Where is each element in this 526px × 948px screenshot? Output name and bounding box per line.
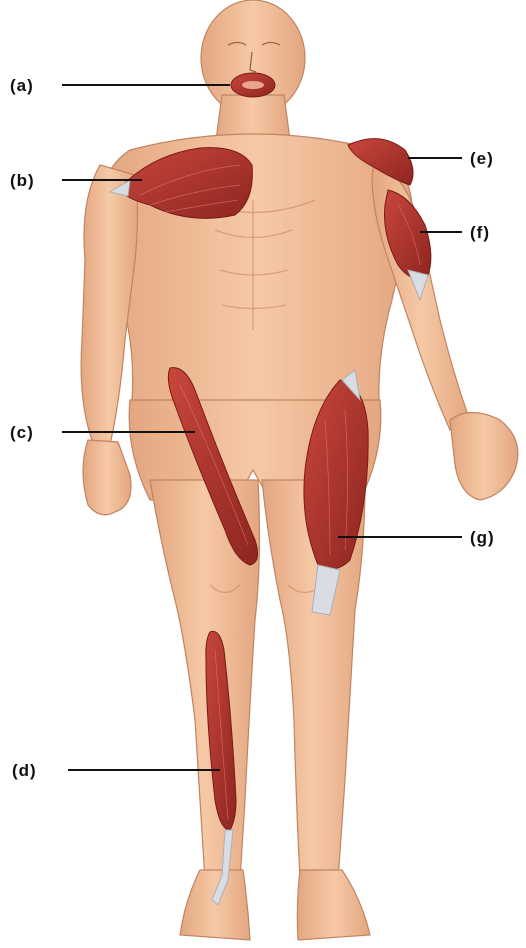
body-figure — [81, 0, 518, 940]
label-d: (d) — [12, 761, 37, 780]
hand-right — [83, 440, 131, 515]
label-a: (a) — [10, 76, 34, 95]
foot-left — [297, 870, 370, 940]
label-f: (f) — [470, 223, 490, 242]
label-e: (e) — [470, 149, 494, 168]
label-b: (b) — [10, 171, 35, 190]
label-g: (g) — [470, 528, 495, 547]
label-c: (c) — [10, 423, 34, 442]
hand-left — [450, 413, 518, 501]
foot-right — [180, 870, 250, 940]
arm-right — [81, 165, 137, 445]
neck — [216, 95, 290, 140]
